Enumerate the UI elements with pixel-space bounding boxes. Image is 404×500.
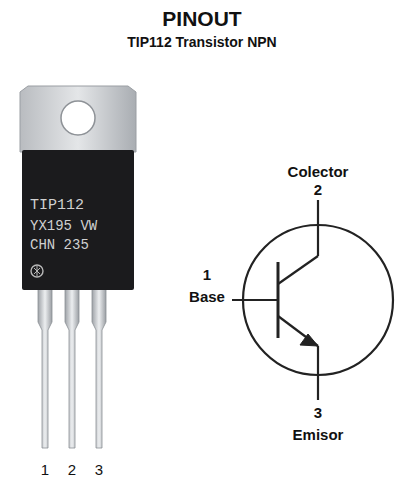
heatsink-tab xyxy=(20,86,136,152)
maker-logo-mark xyxy=(34,266,40,276)
pin-number: 1 xyxy=(41,462,49,479)
pin-number: 3 xyxy=(95,462,103,479)
package-body xyxy=(22,150,134,290)
pin-number: 2 xyxy=(68,462,76,479)
pin-number: 1 xyxy=(203,267,211,284)
part-marking: TIP112 xyxy=(30,198,84,215)
part-marking: YX195 VW xyxy=(30,219,97,234)
pin-name: Base xyxy=(189,289,225,306)
part-marking: CHN 235 xyxy=(30,238,89,253)
pin-name: Emisor xyxy=(293,427,344,444)
pin-name: Colector xyxy=(288,164,349,181)
pin-number: 3 xyxy=(314,405,322,422)
mounting-hole xyxy=(61,101,95,135)
pin-number: 2 xyxy=(314,182,322,199)
npn-symbol xyxy=(232,200,393,400)
emitter-arrow xyxy=(300,334,318,346)
transistor-legs xyxy=(38,288,106,448)
maker-logo xyxy=(31,265,43,277)
subtitle: TIP112 Transistor NPN xyxy=(127,35,276,50)
title: PINOUT xyxy=(162,7,241,30)
